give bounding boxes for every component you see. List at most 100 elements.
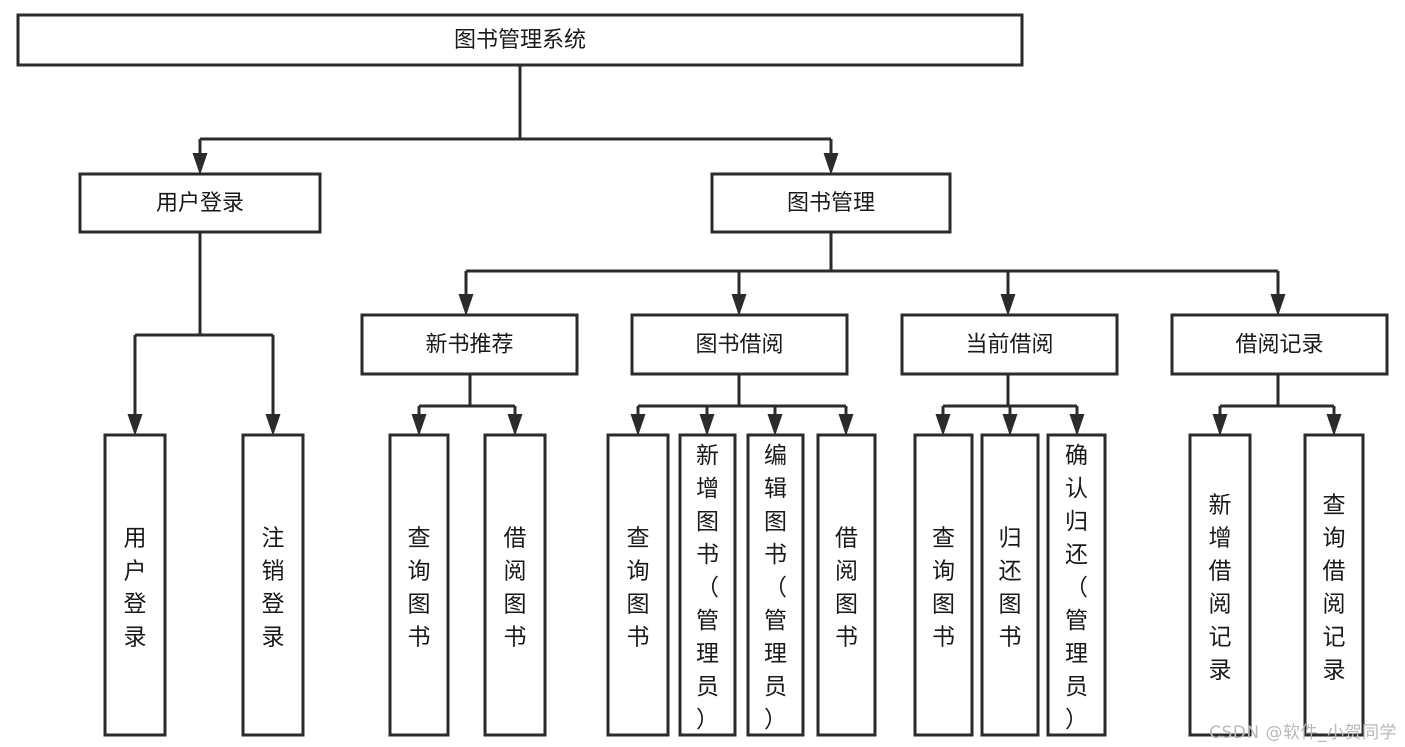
node-label-leaf-add-borrow-record: 新增借阅记录 xyxy=(1209,492,1232,683)
connector-edge-to-leaf-br-2 xyxy=(1326,406,1342,436)
connector-edge-bm-bus xyxy=(466,232,1278,273)
connector-edge-root-bus xyxy=(200,65,831,141)
bus-line xyxy=(466,232,1278,273)
connector-edge-to-leaf-nbr-2 xyxy=(507,406,523,436)
node-box-leaf-confirm-return[interactable] xyxy=(1046,433,1107,737)
node-book-borrow[interactable]: 图书借阅 xyxy=(630,313,849,376)
arrow-head-icon xyxy=(192,153,208,175)
arrow-head-icon xyxy=(838,414,854,436)
arrow-head-icon xyxy=(127,414,143,436)
connector-edge-to-leaf-bb-1 xyxy=(630,406,646,436)
arrow-head-icon xyxy=(935,414,951,436)
node-label-leaf-confirm-return: 确认归还（管理员） xyxy=(1065,443,1088,733)
node-label-leaf-query-book-cb: 查询图书 xyxy=(932,525,955,650)
connector-edge-to-leaf-ul-2 xyxy=(265,335,281,436)
node-box-leaf-add-borrow-record[interactable] xyxy=(1188,433,1252,737)
arrow-head-icon xyxy=(458,294,474,316)
node-leaf-query-book-bb[interactable]: 查询图书 xyxy=(606,433,670,737)
node-leaf-borrow-book-nbr[interactable]: 借阅图书 xyxy=(483,433,547,737)
node-box-new-book-recommend[interactable] xyxy=(360,313,579,376)
node-leaf-query-borrow-record[interactable]: 查询借阅记录 xyxy=(1303,433,1365,737)
arrow-head-icon xyxy=(731,294,747,316)
connector-edge-to-leaf-bb-2 xyxy=(699,406,715,436)
node-borrow-record[interactable]: 借阅记录 xyxy=(1170,313,1389,376)
arrow-head-icon xyxy=(1069,414,1085,436)
arrow-head-icon xyxy=(699,414,715,436)
connector-edge-to-leaf-nbr-1 xyxy=(411,406,427,436)
arrow-head-icon xyxy=(1002,414,1018,436)
bus-line xyxy=(419,374,515,408)
node-label-borrow-record: 借阅记录 xyxy=(1235,333,1323,358)
node-label-book-borrow: 图书借阅 xyxy=(695,333,783,358)
node-leaf-user-login[interactable]: 用户登录 xyxy=(103,433,167,737)
connector-edge-to-leaf-cb-3 xyxy=(1069,406,1085,436)
node-book-manage[interactable]: 图书管理 xyxy=(710,172,952,234)
node-leaf-add-book-admin[interactable]: 新增图书（管理员） xyxy=(678,433,737,737)
node-label-leaf-borrow-book-bb: 借阅图书 xyxy=(835,525,858,650)
node-leaf-edit-book-admin[interactable]: 编辑图书（管理员） xyxy=(746,433,805,737)
connector-edge-cb-bus xyxy=(943,374,1077,408)
arrow-head-icon xyxy=(630,414,646,436)
node-box-user-login[interactable] xyxy=(78,172,322,234)
node-label-leaf-query-book-bb: 查询图书 xyxy=(627,525,650,650)
node-box-leaf-query-book-cb[interactable] xyxy=(913,433,974,737)
node-box-leaf-add-book-admin[interactable] xyxy=(678,433,737,737)
arrow-head-icon xyxy=(1000,294,1016,316)
connector-edge-to-leaf-br-1 xyxy=(1212,406,1228,436)
node-box-leaf-return-book[interactable] xyxy=(980,433,1040,737)
node-label-leaf-user-login: 用户登录 xyxy=(124,525,147,650)
connector-edge-to-leaf-bb-4 xyxy=(838,406,854,436)
connector-edge-to-leaf-cb-1 xyxy=(935,406,951,436)
arrow-head-icon xyxy=(507,414,523,436)
node-box-current-borrow[interactable] xyxy=(900,313,1119,376)
node-box-leaf-query-borrow-record[interactable] xyxy=(1303,433,1365,737)
node-current-borrow[interactable]: 当前借阅 xyxy=(900,313,1119,376)
node-leaf-borrow-book-bb[interactable]: 借阅图书 xyxy=(816,433,877,737)
connector-edge-ul-bus xyxy=(135,232,273,337)
node-box-leaf-query-book-nbr[interactable] xyxy=(388,433,450,737)
arrow-head-icon xyxy=(265,414,281,436)
node-leaf-user-logout[interactable]: 注销登录 xyxy=(241,433,305,737)
arrow-head-icon xyxy=(1326,414,1342,436)
node-box-book-manage[interactable] xyxy=(710,172,952,234)
connector-edge-to-leaf-cb-2 xyxy=(1002,406,1018,436)
connector-edge-to-user-login xyxy=(192,139,208,175)
connector-layer xyxy=(127,65,1342,436)
bus-line xyxy=(135,232,273,337)
arrow-head-icon xyxy=(1270,294,1286,316)
arrow-head-icon xyxy=(1212,414,1228,436)
connector-edge-to-br xyxy=(1270,271,1286,316)
node-box-leaf-borrow-book-bb[interactable] xyxy=(816,433,877,737)
node-leaf-confirm-return[interactable]: 确认归还（管理员） xyxy=(1046,433,1107,737)
node-box-leaf-user-login[interactable] xyxy=(103,433,167,737)
node-box-book-borrow[interactable] xyxy=(630,313,849,376)
node-label-leaf-query-book-nbr: 查询图书 xyxy=(408,525,431,650)
node-root[interactable]: 图书管理系统 xyxy=(16,13,1024,67)
node-label-current-borrow: 当前借阅 xyxy=(965,333,1053,358)
node-box-leaf-query-book-bb[interactable] xyxy=(606,433,670,737)
connector-edge-bb-bus xyxy=(638,374,846,408)
node-box-leaf-user-logout[interactable] xyxy=(241,433,305,737)
arrow-head-icon xyxy=(411,414,427,436)
connector-edge-to-cb xyxy=(1000,271,1016,316)
arrow-head-icon xyxy=(767,414,783,436)
node-box-leaf-borrow-book-nbr[interactable] xyxy=(483,433,547,737)
node-box-leaf-edit-book-admin[interactable] xyxy=(746,433,805,737)
node-label-book-manage: 图书管理 xyxy=(787,191,875,216)
node-leaf-add-borrow-record[interactable]: 新增借阅记录 xyxy=(1188,433,1252,737)
node-leaf-return-book[interactable]: 归还图书 xyxy=(980,433,1040,737)
arrow-head-icon xyxy=(823,153,839,175)
bus-line xyxy=(638,374,846,408)
node-label-root: 图书管理系统 xyxy=(454,28,586,53)
node-user-login[interactable]: 用户登录 xyxy=(78,172,322,234)
node-leaf-query-book-nbr[interactable]: 查询图书 xyxy=(388,433,450,737)
node-box-root[interactable] xyxy=(16,13,1024,67)
node-box-borrow-record[interactable] xyxy=(1170,313,1389,376)
node-leaf-query-book-cb[interactable]: 查询图书 xyxy=(913,433,974,737)
node-label-user-login: 用户登录 xyxy=(156,191,244,216)
connector-edge-to-book-manage xyxy=(823,139,839,175)
node-new-book-recommend[interactable]: 新书推荐 xyxy=(360,313,579,376)
node-label-leaf-return-book: 归还图书 xyxy=(999,525,1022,650)
